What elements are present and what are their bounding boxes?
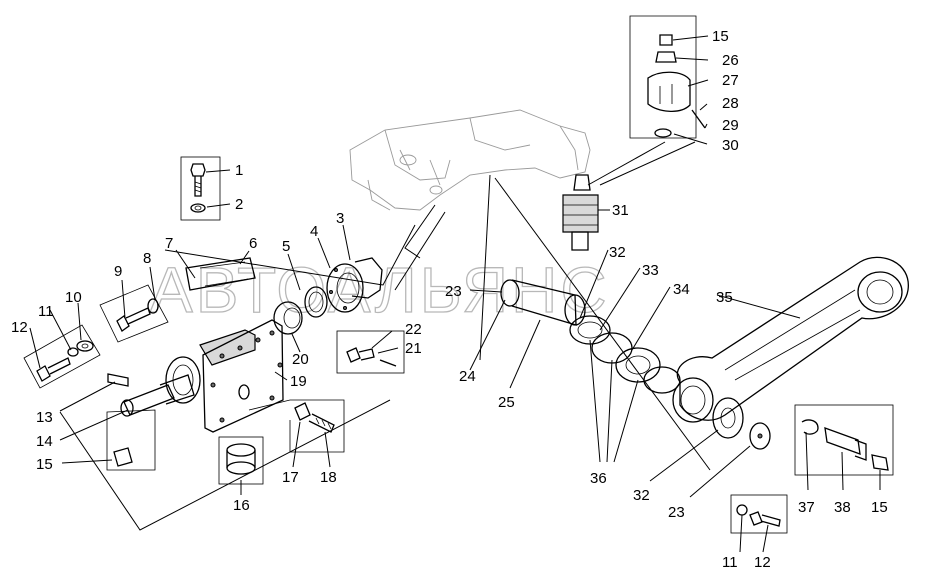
callout-36: 36 [590,470,607,487]
pin-14-fitting-15-group [106,373,195,471]
callout-32b: 32 [633,487,650,504]
callout-11: 11 [38,303,54,320]
callout-19: 19 [290,373,307,390]
callout-12b: 12 [754,554,771,571]
callout-14: 14 [36,433,53,450]
callout-4: 4 [310,223,318,240]
housing-19-assembly [165,319,284,433]
callout-26: 26 [722,52,739,69]
callout-leaders [29,35,881,553]
grease-fitting-assembly-26-30 [587,15,706,186]
callout-16: 16 [233,497,250,514]
callout-24: 24 [459,368,476,385]
frame-bracket-ghost [349,109,591,211]
washer-32-23-lower [712,397,771,450]
callout-10: 10 [65,289,82,306]
callout-2: 2 [235,196,243,213]
lever-35 [672,256,909,423]
callout-8: 8 [143,250,151,267]
callout-13: 13 [36,409,53,426]
callout-1: 1 [235,162,243,179]
bolt-21-washer-22-group [336,330,405,374]
callout-30: 30 [722,137,739,154]
bearing-set-3-4-5-20 [273,257,383,335]
bolt-12-washer-11-lower-group [730,494,788,534]
pin-31 [562,174,599,251]
callout-20: 20 [292,351,309,368]
callout-3: 3 [336,210,344,227]
callout-29: 29 [722,117,739,134]
plate-6-7 [185,257,256,291]
assembly-guide-lines [59,174,711,531]
bolt-9-washer-8-group [99,284,169,343]
callout-6: 6 [249,235,257,252]
bolt-18-washer-17-group [248,399,345,453]
callout-38: 38 [834,499,851,516]
callout-17: 17 [282,469,299,486]
callout-11b: 11 [722,554,738,571]
callout-37: 37 [798,499,815,516]
callout-7: 7 [165,235,173,252]
callout-21: 21 [405,340,422,357]
callout-18: 18 [320,469,337,486]
callout-15b: 15 [712,28,729,45]
callout-15c: 15 [871,499,888,516]
callout-12: 12 [11,319,28,336]
callout-31: 31 [612,202,629,219]
callout-labels: 1 2 3 4 5 6 7 8 9 10 11 12 13 14 15 16 1… [11,28,888,571]
callout-15: 15 [36,456,53,473]
bolt-1-washer-2-group [180,156,221,221]
callout-33: 33 [642,262,659,279]
callout-32: 32 [609,244,626,261]
callout-28: 28 [722,95,739,112]
callout-35: 35 [716,289,733,306]
bolt-12-washers-10-11-group [23,324,101,389]
bolt-38-washer-37-fitting-15-group [794,404,894,476]
callout-34: 34 [673,281,690,298]
callout-5: 5 [282,238,290,255]
callout-23: 23 [445,283,462,300]
callout-9: 9 [114,263,122,280]
callout-27: 27 [722,72,739,89]
callout-23b: 23 [668,504,685,521]
callout-22: 22 [405,321,422,338]
callout-25: 25 [498,394,515,411]
